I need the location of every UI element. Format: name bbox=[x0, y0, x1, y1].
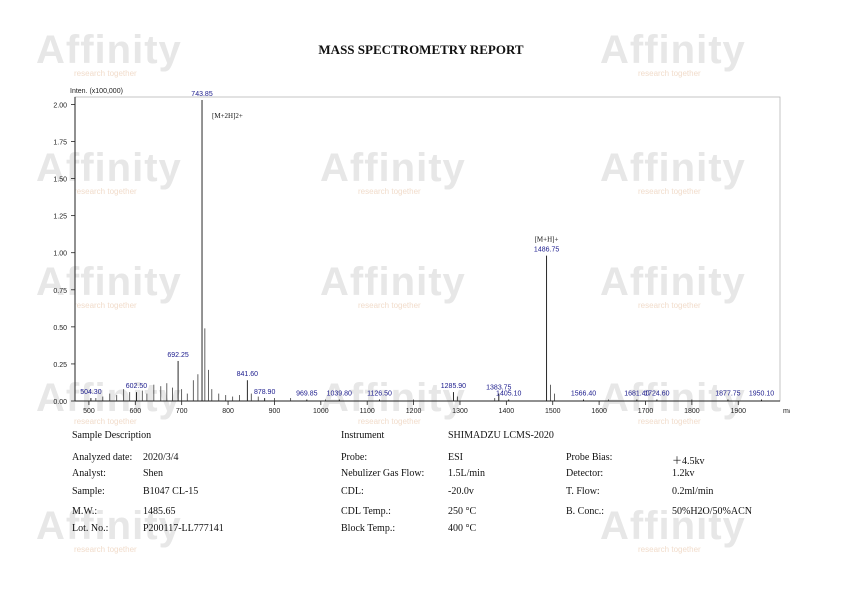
peak-label: 1681.40 bbox=[624, 391, 649, 398]
info-label: Probe Bias: bbox=[566, 452, 613, 463]
peak-label: 841.60 bbox=[237, 371, 259, 378]
y-tick-label: 1.50 bbox=[53, 177, 67, 184]
peak-label: 1724.60 bbox=[644, 391, 669, 398]
y-tick-label: 0.00 bbox=[53, 399, 67, 406]
info-value: 1.5L/min bbox=[448, 468, 485, 479]
info-value: B1047 CL-15 bbox=[143, 486, 199, 497]
peak-label: 602.50 bbox=[126, 383, 148, 390]
info-value: 400 °C bbox=[448, 523, 477, 534]
peak-label: 692.25 bbox=[167, 352, 189, 359]
x-tick-label: 1900 bbox=[730, 408, 746, 415]
x-tick-label: 1100 bbox=[360, 408, 375, 415]
info-value: 1.2kv bbox=[672, 468, 695, 479]
info-value: ＋4.5kv bbox=[672, 456, 705, 467]
y-tick-label: 1.25 bbox=[53, 214, 67, 221]
peak-label: 1877.75 bbox=[715, 391, 740, 398]
x-tick-label: 900 bbox=[269, 408, 281, 415]
info-label: Detector: bbox=[566, 468, 604, 479]
info-value: Shen bbox=[143, 468, 163, 479]
peak-label: 1285.90 bbox=[441, 383, 466, 390]
y-tick-label: 0.25 bbox=[53, 362, 67, 369]
x-tick-label: 1200 bbox=[406, 408, 422, 415]
y-axis-label: Inten. (x100,000) bbox=[70, 88, 123, 95]
x-tick-label: 700 bbox=[176, 408, 188, 415]
x-tick-label: 1300 bbox=[452, 408, 468, 415]
info-value: ESI bbox=[448, 452, 463, 463]
report-title: MASS SPECTROMETRY REPORT bbox=[318, 42, 524, 57]
peak-label: 1486.75 bbox=[534, 247, 559, 254]
info-value: 2020/3/4 bbox=[143, 452, 179, 463]
x-tick-label: 600 bbox=[129, 408, 141, 415]
info-label: Lot. No.: bbox=[72, 523, 109, 534]
mass-spectrum-chart: 0.00 0.25 0.50 0.75 1.00 1.25 1.50 1.75 2.00 500 6… bbox=[53, 88, 790, 415]
y-tick-label: 2.00 bbox=[53, 102, 67, 109]
x-tick-label: 1000 bbox=[313, 408, 329, 415]
x-tick-label: 1700 bbox=[638, 408, 654, 415]
peak-label: 743.85 bbox=[191, 91, 213, 98]
info-label: Sample Description bbox=[72, 430, 152, 441]
info-label: Sample: bbox=[72, 486, 105, 497]
info-value: 250 °C bbox=[448, 506, 477, 517]
x-axis-label: m/z bbox=[783, 408, 790, 415]
info-label: B. Conc.: bbox=[566, 506, 605, 517]
peak-label: 1039.80 bbox=[327, 391, 352, 398]
info-label: CDL: bbox=[341, 486, 364, 497]
x-tick-label: 1500 bbox=[545, 408, 561, 415]
ion-annotation: [M+H]+ bbox=[535, 236, 559, 244]
x-tick-label: 1800 bbox=[684, 408, 700, 415]
info-label: Block Temp.: bbox=[341, 523, 396, 534]
ion-annotation: [M+2H]2+ bbox=[212, 112, 243, 120]
info-label: Probe: bbox=[341, 452, 368, 463]
info-label: T. Flow: bbox=[566, 486, 600, 497]
peak-label: 504.30 bbox=[80, 389, 102, 396]
y-tick-label: 1.75 bbox=[53, 139, 67, 146]
peak-label: 1383.75 bbox=[486, 385, 511, 392]
info-value: -20.0v bbox=[448, 486, 474, 497]
peak-label: 1566.40 bbox=[571, 391, 596, 398]
info-value: 50%H2O/50%ACN bbox=[672, 506, 752, 517]
y-tick-label: 1.00 bbox=[53, 251, 67, 258]
x-tick-label: 800 bbox=[222, 408, 234, 415]
info-value: 0.2ml/min bbox=[672, 486, 714, 497]
peak-label: 878.90 bbox=[254, 389, 276, 396]
peak-label: 1126.50 bbox=[367, 391, 392, 398]
info-label: Analyzed date: bbox=[72, 452, 133, 463]
info-label: M.W.: bbox=[72, 506, 98, 517]
info-label: CDL Temp.: bbox=[341, 506, 391, 517]
info-label: Nebulizer Gas Flow: bbox=[341, 468, 425, 479]
info-value: SHIMADZU LCMS-2020 bbox=[448, 430, 554, 441]
info-value: P200117-LL777141 bbox=[143, 523, 224, 534]
info-value: 1485.65 bbox=[143, 506, 176, 517]
y-tick-label: 0.75 bbox=[53, 288, 67, 295]
x-tick-label: 500 bbox=[83, 408, 95, 415]
x-tick-label: 1600 bbox=[591, 408, 607, 415]
peak-label: 1950.10 bbox=[749, 391, 774, 398]
peak-label: 969.85 bbox=[296, 391, 318, 398]
x-tick-label: 1400 bbox=[499, 408, 515, 415]
info-label: Instrument bbox=[341, 430, 385, 441]
peak-label: 1405.10 bbox=[496, 391, 521, 398]
info-label: Analyst: bbox=[72, 468, 106, 479]
y-tick-label: 0.50 bbox=[53, 325, 67, 332]
